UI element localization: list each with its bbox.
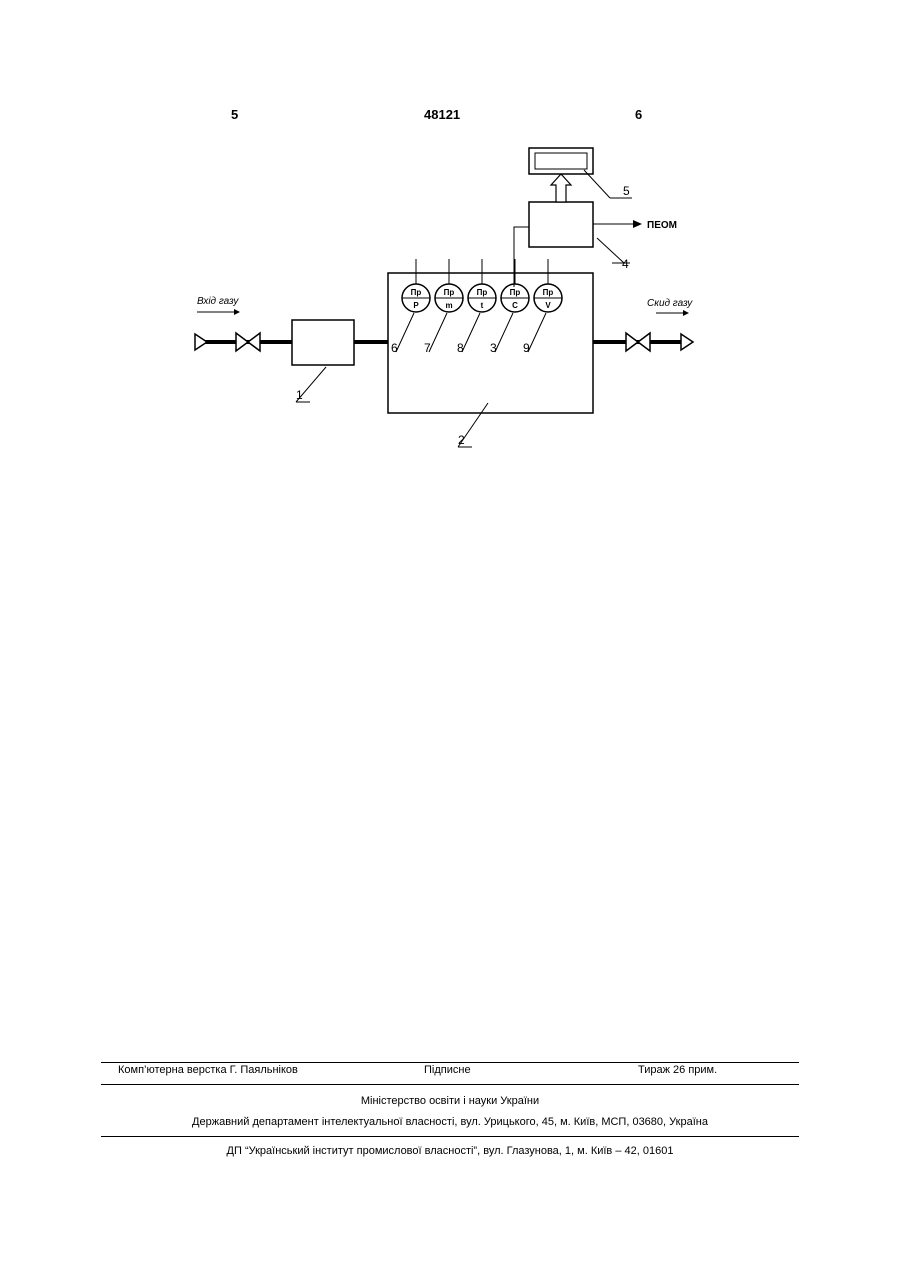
sensor-top-label: Пр [444, 288, 455, 297]
outlet-end-icon [681, 334, 693, 350]
footer-rule-middle [101, 1084, 799, 1085]
sensor-top-label: Пр [510, 288, 521, 297]
sensor-symbol: P [413, 301, 419, 310]
footer-typesetting: Комп’ютерна верстка Г. Паяльніков [118, 1064, 298, 1076]
footer-subscription: Підписне [424, 1064, 471, 1076]
sensor-top-label: Пр [477, 288, 488, 297]
block-1 [292, 320, 354, 365]
gas-analyzer-diagram: Вхід газу 1 2 ПрP6Прm7Прt8ПрC3ПрV9 ПЕОМ … [0, 0, 900, 480]
inlet-arrow-icon [197, 309, 240, 315]
footer-department: Державний департамент інтелектуальної вл… [0, 1116, 900, 1128]
callout-line-4 [597, 238, 624, 263]
computer-label: ПЕОМ [647, 220, 677, 231]
callout-2: 2 [458, 433, 465, 447]
sensor-symbol: V [545, 301, 551, 310]
outlet-arrow-icon [656, 310, 689, 316]
inlet-label: Вхід газу [197, 296, 239, 307]
sensor-callout-number: 3 [490, 341, 497, 355]
sensor-callout-number: 7 [424, 341, 431, 355]
inlet-valve-icon [236, 333, 260, 351]
sensor-symbol: t [481, 301, 484, 310]
callout-line-5 [584, 170, 610, 198]
outlet-valve-icon [626, 333, 650, 351]
footer-print-run: Тираж 26 прим. [638, 1064, 717, 1076]
callout-1: 1 [296, 388, 303, 402]
footer-institute: ДП “Український інститут промислової вла… [0, 1145, 900, 1157]
sensor-callout-number: 9 [523, 341, 530, 355]
sensor-top-label: Пр [543, 288, 554, 297]
sensor-callout-number: 6 [391, 341, 398, 355]
sensor-symbol: C [512, 301, 518, 310]
sensor-callout-number: 8 [457, 341, 464, 355]
footer-rule-top [101, 1062, 799, 1063]
sensor-top-label: Пр [411, 288, 422, 297]
callout-5: 5 [623, 184, 630, 198]
processor-block-4 [529, 202, 593, 247]
footer-ministry: Міністерство освіти і науки України [0, 1095, 900, 1107]
computer-arrow-icon [593, 220, 642, 228]
data-arrow-icon [551, 174, 571, 202]
outlet-label: Скид газу [647, 298, 693, 309]
sensor-symbol: m [445, 301, 452, 310]
footer-rule-bottom [101, 1136, 799, 1137]
inlet-end-icon [195, 334, 207, 350]
callout-4: 4 [622, 257, 629, 271]
